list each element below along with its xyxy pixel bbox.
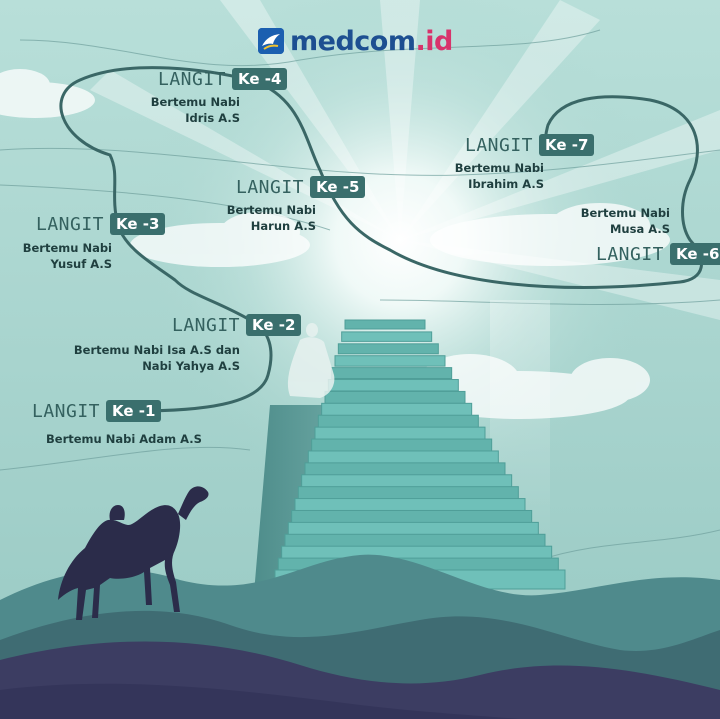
level-badge: Ke -3 xyxy=(110,213,166,235)
stair-step xyxy=(314,426,486,441)
medcom-bird-icon xyxy=(258,28,284,54)
level-3-description: Bertemu Nabi Yusuf A.S xyxy=(22,241,112,271)
stair-step xyxy=(341,331,433,342)
level-word: LANGIT xyxy=(158,68,227,90)
level-3-heading: LANGIT Ke -3 xyxy=(36,213,166,235)
level-6-description: Bertemu Nabi Musa A.S xyxy=(580,206,670,236)
level-badge: Ke -7 xyxy=(539,134,595,156)
level-badge: Ke -1 xyxy=(106,400,162,422)
stair-step xyxy=(327,379,459,392)
level-1-heading: LANGIT Ke -1 xyxy=(32,400,162,422)
stair-step xyxy=(344,319,426,330)
level-4-heading: LANGIT Ke -4 xyxy=(158,68,288,90)
level-badge: Ke -5 xyxy=(310,176,366,198)
medcom-logo: medcom.id xyxy=(258,24,453,58)
camel-silhouette xyxy=(58,486,209,620)
level-badge: Ke -6 xyxy=(670,243,720,265)
stair-step xyxy=(334,355,446,367)
logo-dot: . xyxy=(415,25,426,57)
level-6-heading: LANGIT Ke -6 xyxy=(596,243,720,265)
level-1-description: Bertemu Nabi Adam A.S xyxy=(46,432,202,446)
level-4-description: Bertemu Nabi Idris A.S xyxy=(150,95,240,125)
logo-tld: id xyxy=(425,25,453,57)
logo-name: medcom xyxy=(290,25,416,57)
level-badge: Ke -4 xyxy=(232,68,288,90)
stair-step xyxy=(321,402,473,417)
level-2-heading: LANGIT Ke -2 xyxy=(172,314,302,336)
level-badge: Ke -2 xyxy=(246,314,302,336)
level-7-description: Bertemu Nabi Ibrahim A.S xyxy=(454,161,544,191)
level-word: LANGIT xyxy=(32,400,101,422)
stair-step xyxy=(331,367,453,380)
stair-step xyxy=(324,390,466,404)
level-5-description: Bertemu Nabi Harun A.S xyxy=(226,203,316,233)
level-word: LANGIT xyxy=(36,213,105,235)
level-word: LANGIT xyxy=(465,134,534,156)
level-7-heading: LANGIT Ke -7 xyxy=(465,134,595,156)
stair-step xyxy=(317,414,479,429)
level-word: LANGIT xyxy=(172,314,241,336)
level-2-description: Bertemu Nabi Isa A.S dan Nabi Yahya A.S xyxy=(73,343,240,373)
stair-step xyxy=(337,343,439,355)
level-5-heading: LANGIT Ke -5 xyxy=(236,176,366,198)
level-word: LANGIT xyxy=(236,176,305,198)
level-word: LANGIT xyxy=(596,243,665,265)
